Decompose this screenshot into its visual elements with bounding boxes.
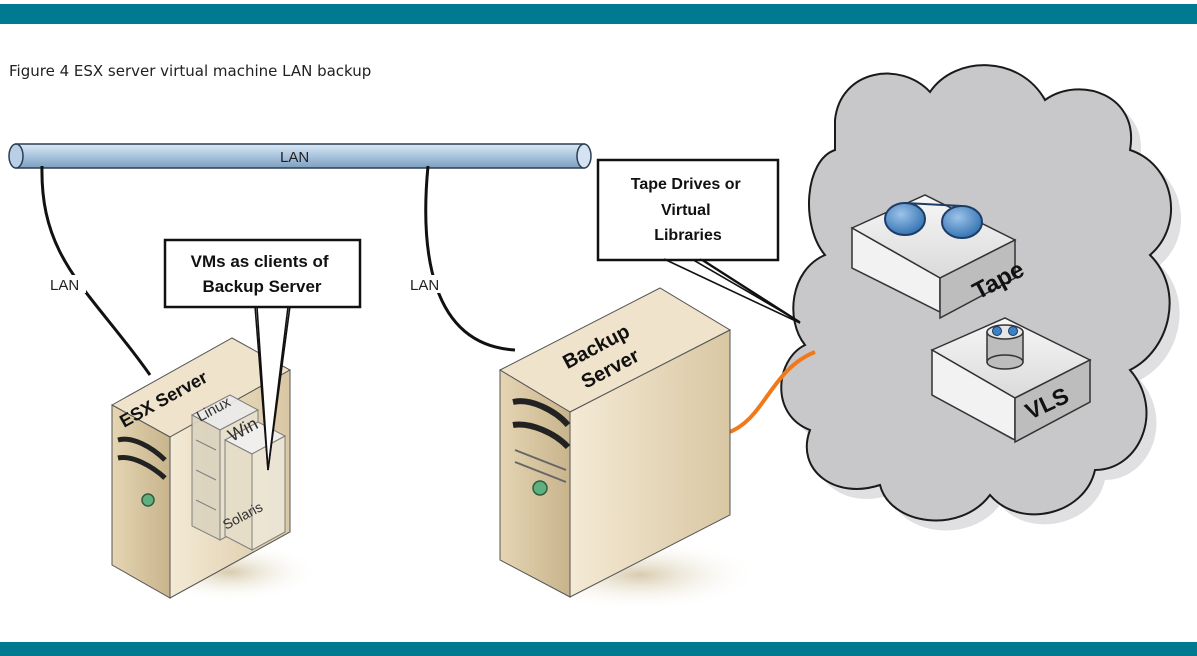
storage-callout-line-3: Libraries <box>654 227 722 244</box>
storage-callout: Tape Drives or Virtual Libraries <box>596 158 801 324</box>
lan-link-mid-label: LAN <box>410 277 439 294</box>
lan-bus-label: LAN <box>280 149 309 166</box>
backup-server: Backup Server <box>498 287 760 611</box>
fiber-link-storage <box>726 350 816 435</box>
vms-callout: VMs as clients of Backup Server <box>163 238 362 471</box>
esx-power-led-icon <box>141 493 155 507</box>
storage-callout-line-2: Virtual <box>661 202 711 219</box>
vm-stack: Linux Win Solaris <box>190 393 287 551</box>
tape-reel-right-icon <box>941 205 983 239</box>
vls-device: VLS <box>930 317 1092 444</box>
power-led-icon <box>532 480 548 496</box>
lan-link-left-label: LAN <box>50 277 79 294</box>
lan-bus: LAN <box>8 143 592 169</box>
esx-server: ESX Server Linux Win Solaris <box>110 337 320 602</box>
lan-link-esx <box>40 165 152 376</box>
disk-cylinder-icon <box>986 324 1024 370</box>
footer-bar <box>0 642 1197 656</box>
header-bar <box>0 4 1197 24</box>
lan-link-backup <box>424 165 516 352</box>
svg-text:VMs as clients of Backup: VMs as clients of Backup Server <box>191 252 334 296</box>
figure-caption: Figure 4 ESX server virtual machine LAN … <box>9 62 372 80</box>
tape-reel-left-icon <box>884 202 926 236</box>
storage-callout-line-1: Tape Drives or <box>631 176 741 193</box>
vms-callout-line-1: VMs as clients of <box>191 252 329 271</box>
tape-device: Tape <box>850 194 1029 320</box>
backup-diagram: Tape VLS Tape Drives or Virtual Librarie… <box>8 64 1182 611</box>
vms-callout-line-2: Backup Server <box>202 277 321 296</box>
svg-text:Tape Drives or Virtual: Tape Drives or Virtual Libraries <box>631 176 745 244</box>
